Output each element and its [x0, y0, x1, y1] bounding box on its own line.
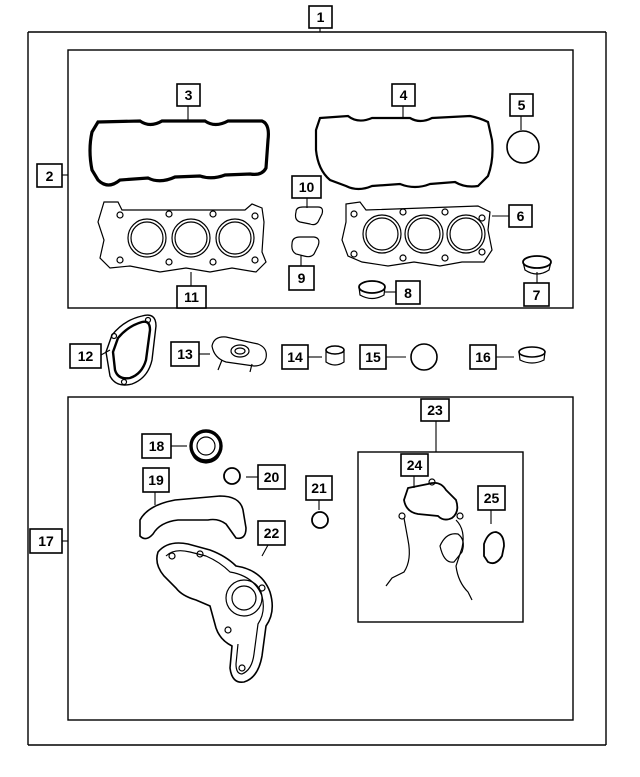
gasket-19 [139, 495, 247, 540]
lower-gasket-set-frame [67, 396, 574, 721]
svg-text:4: 4 [400, 87, 408, 103]
callout-18: 18 [141, 433, 172, 459]
svg-text:10: 10 [299, 179, 315, 195]
o-ring-15 [410, 343, 438, 371]
callout-1: 1 [308, 5, 333, 29]
svg-text:14: 14 [287, 349, 303, 365]
small-gasket-9 [291, 236, 320, 258]
timing-cover-gasket-24 [385, 478, 473, 601]
svg-text:8: 8 [404, 285, 412, 301]
svg-text:18: 18 [149, 438, 165, 454]
svg-text:6: 6 [517, 208, 525, 224]
callout-12: 12 [69, 343, 102, 369]
callout-25: 25 [477, 485, 506, 511]
flange-gasket-13 [211, 336, 267, 373]
upper-gasket-set-frame [67, 49, 574, 309]
leader-lines [62, 28, 538, 557]
svg-text:17: 17 [38, 533, 54, 549]
callout-3: 3 [176, 83, 201, 107]
callout-24: 24 [400, 453, 429, 477]
callout-9: 9 [288, 265, 315, 291]
callout-13: 13 [170, 341, 200, 367]
gasket-25 [483, 531, 505, 565]
svg-text:15: 15 [365, 349, 381, 365]
svg-text:16: 16 [475, 349, 491, 365]
svg-text:13: 13 [177, 346, 193, 362]
svg-text:23: 23 [427, 402, 443, 418]
small-gasket-10 [294, 206, 324, 226]
rear-cover-gasket-12 [105, 314, 157, 386]
valve-cover-gasket-left [88, 119, 270, 187]
svg-text:20: 20 [264, 469, 280, 485]
callout-5: 5 [509, 93, 534, 117]
callout-2: 2 [36, 163, 63, 188]
callout-4: 4 [391, 83, 416, 107]
svg-text:12: 12 [78, 348, 94, 364]
svg-text:25: 25 [484, 490, 500, 506]
callout-6: 6 [508, 204, 533, 228]
water-pump-gasket-22 [156, 542, 274, 684]
callout-15: 15 [359, 344, 387, 370]
svg-text:22: 22 [264, 525, 280, 541]
callout-14: 14 [281, 344, 309, 370]
callout-11: 11 [176, 285, 207, 309]
callout-10: 10 [291, 175, 322, 199]
callout-8: 8 [395, 280, 421, 305]
svg-text:7: 7 [533, 287, 541, 303]
callout-20: 20 [257, 464, 286, 490]
seal-14 [325, 345, 345, 366]
seal-8 [358, 280, 386, 300]
head-gasket-left [97, 201, 267, 273]
svg-text:24: 24 [407, 457, 423, 473]
svg-text:2: 2 [46, 168, 54, 184]
o-ring-5 [506, 130, 540, 164]
valve-cover-gasket-right [314, 114, 494, 191]
svg-text:21: 21 [311, 480, 327, 496]
callout-16: 16 [469, 344, 497, 370]
head-gasket-right [341, 201, 493, 267]
seal-16 [518, 346, 546, 364]
svg-text:3: 3 [185, 87, 193, 103]
callout-19: 19 [142, 467, 170, 493]
svg-text:11: 11 [184, 289, 199, 305]
timing-cover-gasket-frame [357, 451, 524, 623]
o-ring-21 [311, 511, 329, 529]
callout-21: 21 [305, 475, 333, 501]
outer-kit-frame [27, 31, 607, 746]
callout-17: 17 [29, 528, 63, 554]
svg-text:5: 5 [518, 97, 526, 113]
svg-text:9: 9 [298, 270, 306, 286]
o-ring-20 [223, 467, 241, 485]
callout-22: 22 [257, 520, 286, 546]
callout-23: 23 [420, 398, 450, 422]
oil-seal-18 [189, 429, 223, 464]
svg-text:1: 1 [317, 9, 325, 25]
seal-7 [522, 255, 552, 275]
svg-text:19: 19 [148, 472, 164, 488]
callout-7: 7 [523, 282, 550, 307]
